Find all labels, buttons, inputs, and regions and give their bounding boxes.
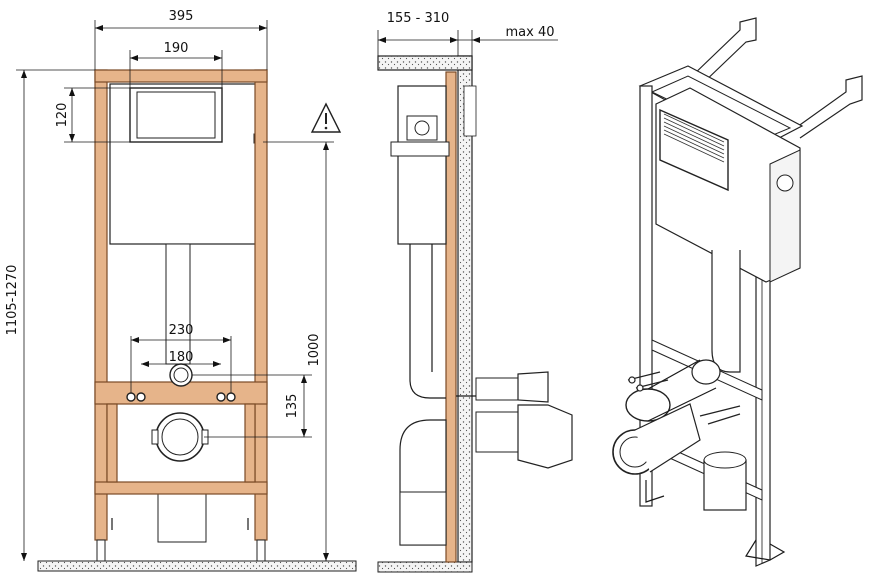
waste-outlet (155, 412, 205, 462)
waste-connector (475, 411, 519, 453)
frame-brace-right (244, 403, 256, 483)
cistern-side (397, 85, 447, 245)
flush-outlet (169, 363, 193, 387)
dim-height-1000: 1000 (307, 333, 322, 366)
dim-panel-height: 120 (55, 103, 70, 128)
front-view: 395 190 120 1105-1270 230 180 (5, 9, 357, 572)
wall-bracket-left (689, 17, 757, 87)
flush-pipe (165, 243, 191, 365)
dim-height-range: 1105-1270 (5, 265, 20, 336)
warning-triangle-icon (310, 102, 342, 133)
flush-connector (475, 377, 519, 401)
floor (37, 560, 357, 572)
side-view: 155 - 310 max 40 (377, 11, 573, 573)
ceiling-slab (377, 55, 473, 71)
frame-post-right (254, 69, 268, 541)
fixing-bolt-icon (136, 392, 146, 402)
fixing-bolt-icon (126, 392, 136, 402)
frame-brace-left (106, 403, 118, 483)
dim-frame-width: 395 (169, 9, 194, 24)
flush-panel (129, 87, 223, 143)
frame-side (445, 71, 457, 563)
wall-bracket-right (789, 75, 863, 139)
fixing-bolt-icon (216, 392, 226, 402)
dim-depth-range: 155 - 310 (387, 11, 450, 26)
dim-fixing-spacing: 230 (169, 323, 194, 338)
isometric-view (612, 17, 863, 567)
dim-pipe-spacing: 180 (169, 350, 194, 365)
floor (377, 561, 473, 573)
foot-right (256, 539, 266, 562)
frame-bottom-rail (94, 481, 268, 495)
frame-top-rail (94, 69, 268, 83)
waste-pipe (157, 489, 207, 543)
flush-plate (136, 91, 216, 139)
dim-max-depth: max 40 (506, 25, 555, 40)
flush-pipe-iso (711, 250, 741, 373)
foot-left (96, 539, 106, 562)
dim-offset-135: 135 (285, 394, 300, 419)
dim-panel-width: 190 (164, 41, 189, 56)
fixing-bolt-icon (226, 392, 236, 402)
flush-plate-iso (659, 108, 729, 192)
frame-post-left (94, 69, 108, 541)
